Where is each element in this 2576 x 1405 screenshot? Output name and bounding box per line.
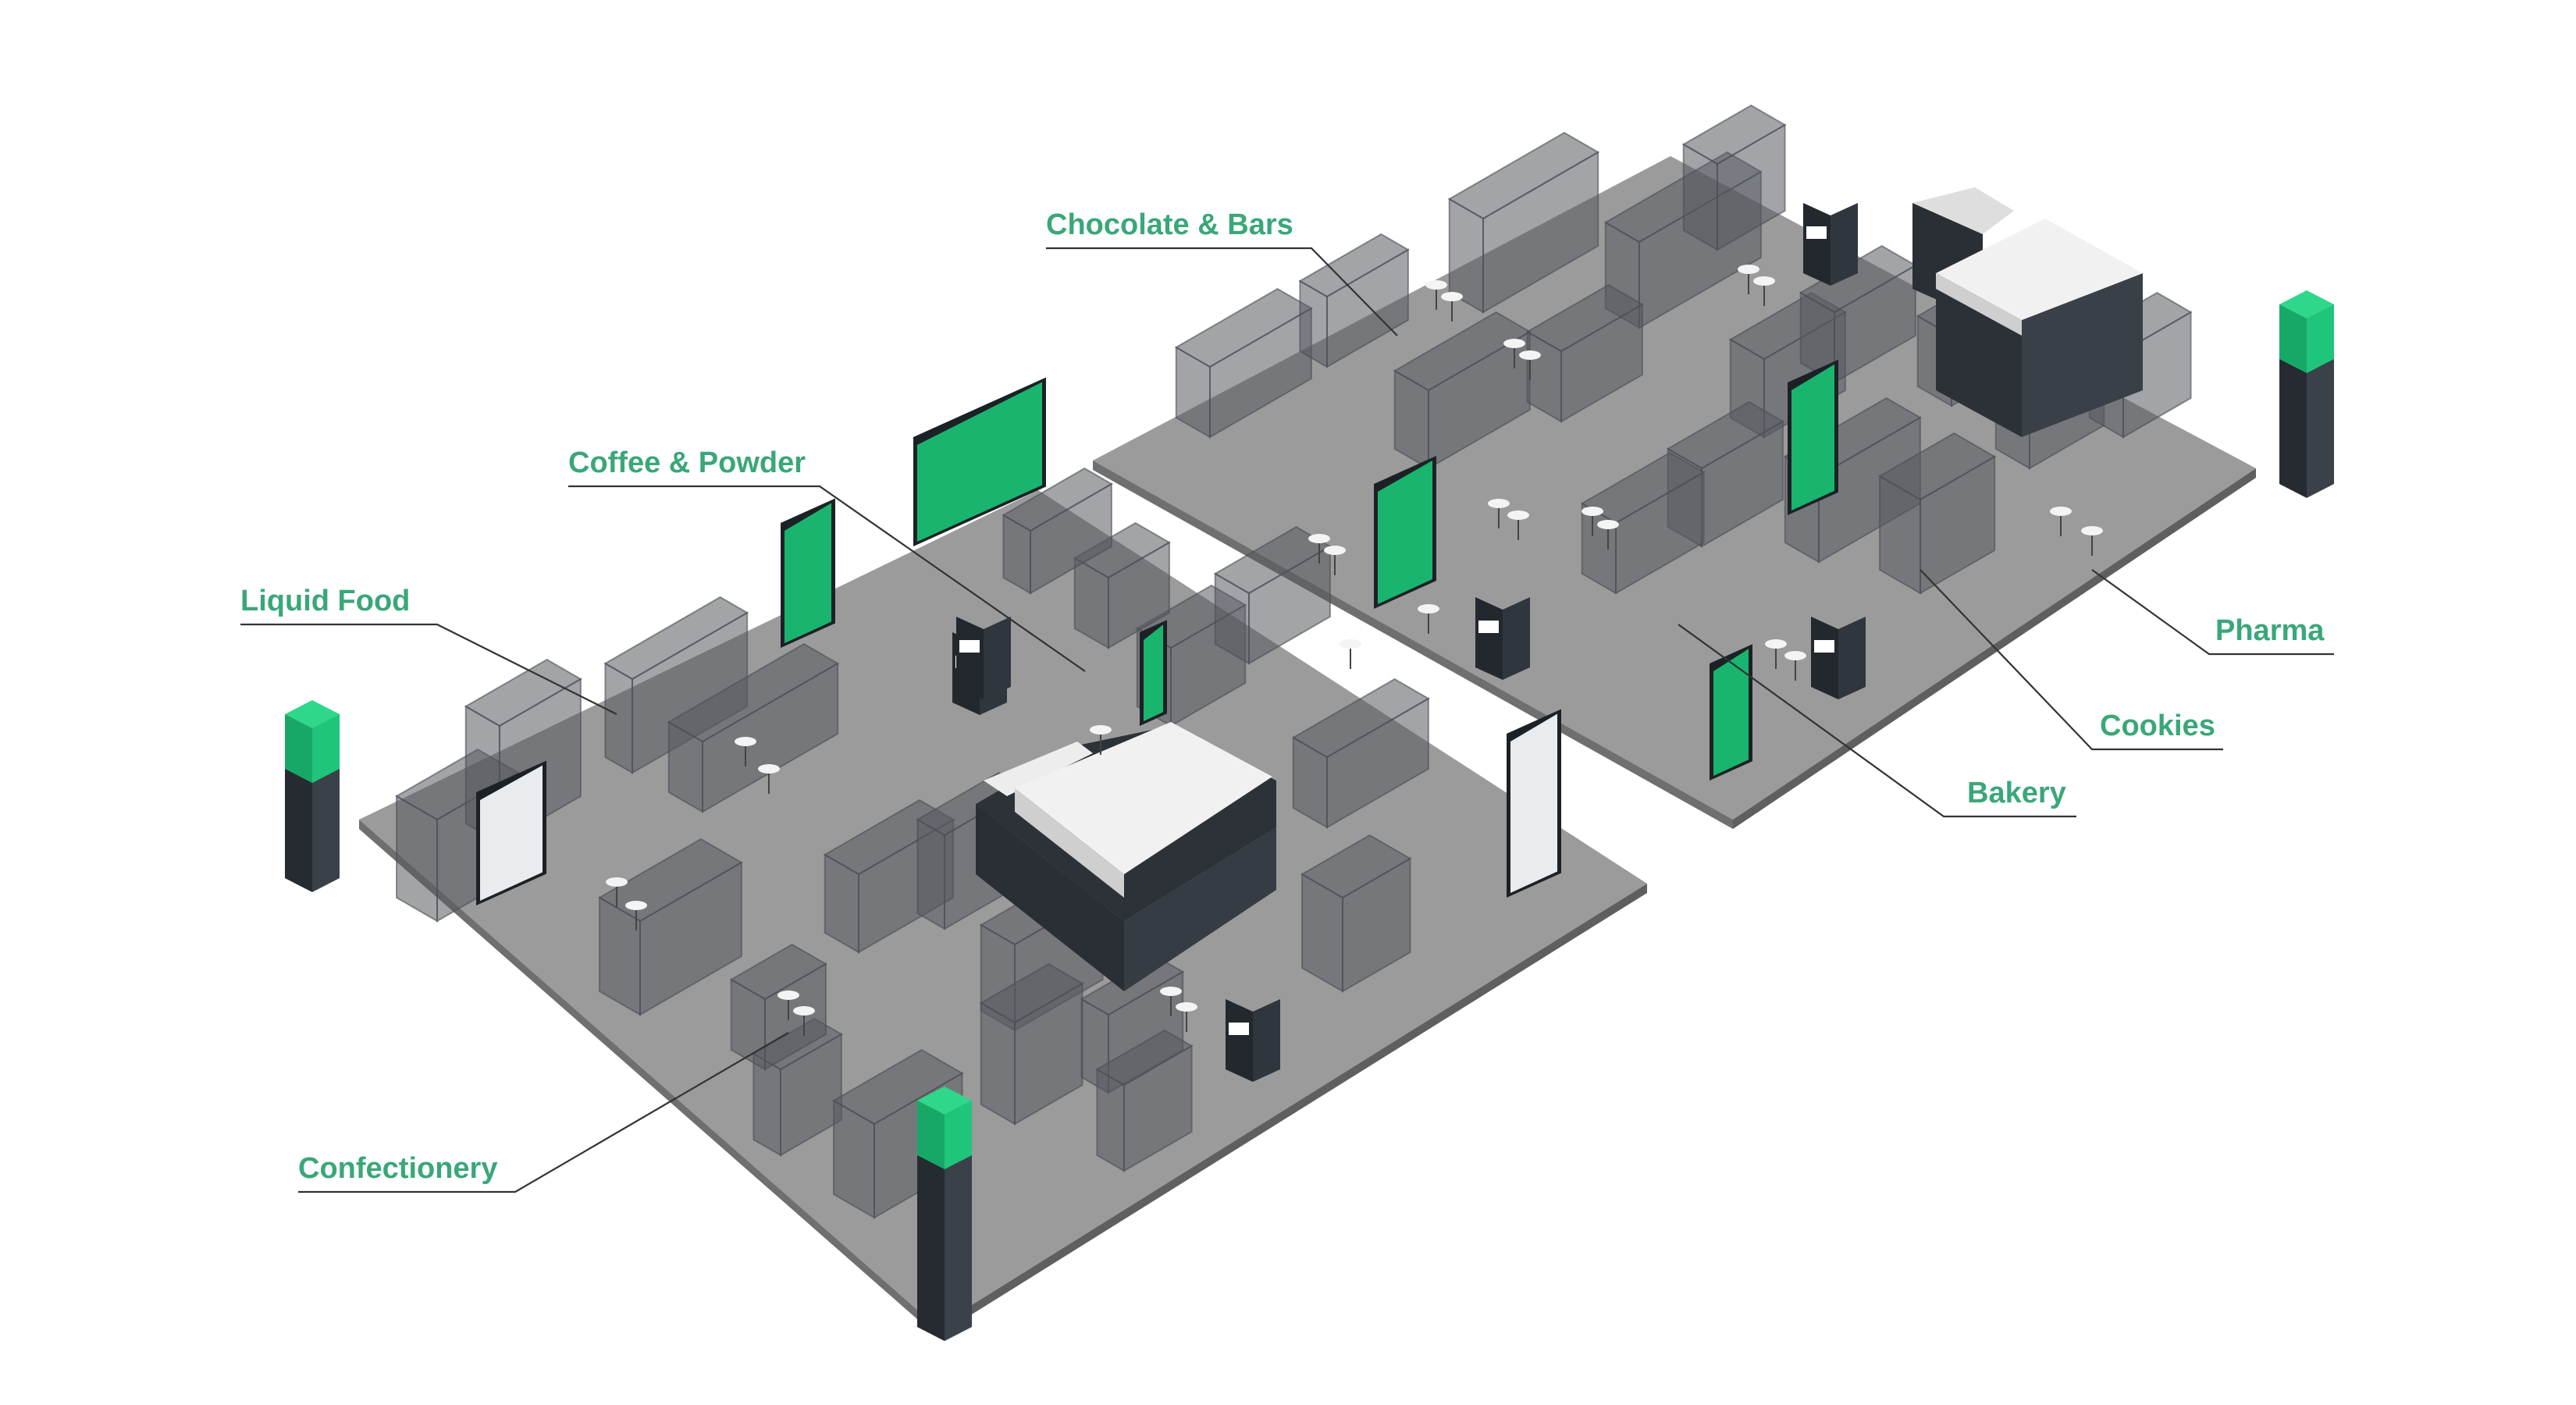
cocktail-table-icon bbox=[1340, 639, 1361, 669]
zone-blocks bbox=[395, 104, 2193, 1219]
cocktail-table-icon bbox=[1784, 651, 1806, 681]
label-chocolate-bars: Chocolate & Bars bbox=[1046, 208, 1293, 241]
zone-block-left bbox=[1300, 834, 1412, 993]
cocktail-table-icon bbox=[606, 877, 628, 907]
cocktail-table-icon bbox=[1507, 510, 1529, 540]
zone-block-left bbox=[979, 962, 1084, 1126]
exhibition-tower-icon bbox=[2279, 290, 2334, 498]
leader-lines bbox=[240, 247, 2334, 1193]
exhibition-tower-icon bbox=[917, 1087, 972, 1341]
zone-block-right bbox=[1174, 287, 1313, 439]
label-pharma: Pharma bbox=[2215, 614, 2325, 647]
display-panel-icon bbox=[476, 760, 546, 905]
cocktail-table-icon bbox=[1519, 350, 1541, 380]
cocktail-table-icon bbox=[1753, 276, 1775, 306]
cocktail-table-icon bbox=[777, 991, 799, 1020]
cocktail-table-icon bbox=[1441, 292, 1463, 322]
label-cookies: Cookies bbox=[2100, 710, 2215, 742]
display-panel-icon bbox=[781, 498, 835, 648]
zone-block-left bbox=[1291, 678, 1430, 829]
cocktail-table-icon bbox=[1418, 604, 1439, 634]
display-panel-icon bbox=[1710, 644, 1752, 781]
zone-block-right bbox=[1799, 244, 1917, 384]
zone-block-right bbox=[1447, 131, 1600, 314]
machine-kiosk-icon bbox=[1811, 617, 1866, 699]
machine-kiosk-icon bbox=[1475, 597, 1530, 680]
display-panel-icon bbox=[1374, 456, 1436, 609]
leader-confectionery bbox=[298, 1032, 789, 1193]
cocktail-table-icon bbox=[1738, 265, 1759, 294]
display-panel-icon bbox=[1140, 620, 1167, 726]
zone-labels: Chocolate & Bars Coffee & Powder Liquid … bbox=[240, 208, 2325, 1185]
leader-pharma bbox=[2091, 569, 2334, 656]
label-liquid-food: Liquid Food bbox=[240, 585, 410, 617]
zone-block-left bbox=[729, 943, 827, 1071]
exhibition-tower-icon bbox=[285, 700, 340, 892]
zone-block-left bbox=[667, 642, 840, 813]
cocktail-table-icon bbox=[1308, 534, 1330, 564]
zone-block-left bbox=[1002, 467, 1113, 595]
leader-liquid-food bbox=[240, 623, 617, 715]
cocktail-table-icon bbox=[758, 764, 780, 794]
label-coffee-powder: Coffee & Powder bbox=[568, 446, 806, 479]
leader-coffee-powder bbox=[568, 485, 1086, 672]
label-bakery: Bakery bbox=[1967, 777, 2066, 809]
leader-chocolate-bars bbox=[1046, 247, 1398, 336]
cocktail-table-icon bbox=[1425, 280, 1447, 310]
cocktail-table-icon bbox=[1090, 725, 1112, 755]
leader-cookies bbox=[1920, 569, 2223, 751]
label-confectionery: Confectionery bbox=[298, 1152, 497, 1185]
cocktail-table-icon bbox=[2081, 526, 2103, 556]
zone-block-left bbox=[1095, 1029, 1194, 1172]
cocktail-table-icon bbox=[1503, 339, 1525, 368]
central-cube-right bbox=[1912, 187, 2143, 437]
cocktail-table-icon bbox=[1160, 987, 1182, 1016]
cocktail-table-icon bbox=[1597, 520, 1619, 550]
cocktail-table-icon bbox=[1765, 639, 1787, 669]
display-panel-icon bbox=[1507, 709, 1561, 898]
leader-bakery bbox=[1678, 624, 2076, 818]
display-panel-icon bbox=[1788, 359, 1838, 515]
cocktail-table-icon bbox=[625, 901, 647, 930]
cocktail-table-icon bbox=[1176, 1002, 1197, 1032]
machine-kiosk-icon bbox=[1803, 203, 1858, 286]
zone-block-right bbox=[1298, 233, 1410, 368]
cocktail-table-icon bbox=[735, 737, 756, 767]
cocktail-table-icon bbox=[1582, 507, 1603, 536]
machine-kiosk-icon bbox=[1226, 999, 1280, 1082]
zone-block-left bbox=[598, 838, 743, 1016]
cocktail-table-icon bbox=[2050, 507, 2072, 536]
machine-kiosk-icon bbox=[956, 617, 1011, 699]
display-panel-icon bbox=[913, 377, 1046, 546]
central-cube-left bbox=[976, 722, 1276, 991]
cocktail-table-icon bbox=[793, 1006, 815, 1036]
zone-block-left bbox=[1073, 521, 1171, 649]
zone-block-right bbox=[1681, 104, 1787, 251]
cocktail-table-icon bbox=[1324, 546, 1346, 575]
zone-block-right bbox=[1878, 432, 1997, 595]
cocktail-table-icon bbox=[1488, 499, 1510, 528]
